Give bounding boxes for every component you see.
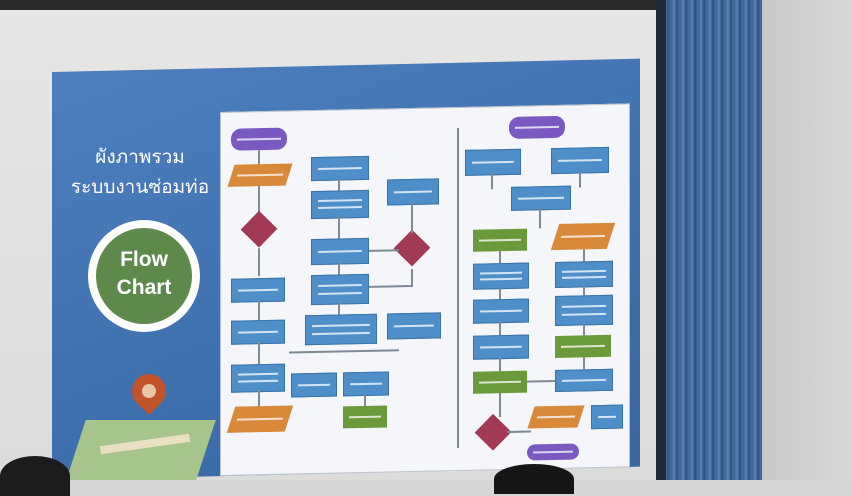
- process-left-2: [231, 319, 285, 345]
- process-mid-7: [343, 371, 389, 397]
- map-icon: [66, 420, 216, 480]
- decision-3: [474, 413, 512, 451]
- data-input-3: [550, 222, 616, 251]
- connector: [258, 300, 260, 321]
- process-mid-3: [311, 237, 369, 266]
- connector: [289, 349, 399, 354]
- terminal-start-right: [509, 115, 565, 139]
- process-rr-1: [555, 260, 613, 288]
- decision-1: [240, 210, 278, 248]
- connector: [499, 393, 501, 418]
- connector: [539, 208, 541, 229]
- process-rr-2: [555, 294, 613, 326]
- connector: [258, 390, 260, 407]
- connector: [258, 186, 260, 213]
- terminal-end: [527, 443, 579, 461]
- window-frame: [656, 0, 666, 480]
- process-mid-5: [305, 313, 377, 346]
- connector: [338, 178, 340, 191]
- process-rr-4: [591, 404, 623, 430]
- connector: [507, 430, 531, 433]
- process-mr-2: [387, 312, 441, 340]
- connector: [411, 202, 413, 233]
- connector: [338, 302, 340, 315]
- connector: [364, 393, 366, 406]
- connector: [583, 357, 585, 370]
- connector: [258, 342, 260, 365]
- connector: [579, 171, 581, 188]
- document-rr-1: [555, 334, 611, 358]
- process-mr-1: [387, 178, 439, 206]
- connector: [258, 150, 260, 165]
- audience-head-left: [0, 456, 70, 496]
- document-r-2: [473, 370, 527, 394]
- connector: [527, 379, 555, 383]
- process-left-3: [231, 363, 285, 393]
- connector: [499, 287, 501, 300]
- connector: [583, 285, 585, 296]
- process-mid-2: [311, 189, 369, 220]
- right-wall: [762, 0, 852, 480]
- slide-title-line-1: ผังภาพรวม: [95, 146, 185, 168]
- document-r-1: [473, 228, 527, 252]
- process-r-3: [511, 185, 571, 211]
- slide-title: ผังภาพรวม ระบบงานซ่อมท่อ: [60, 142, 220, 202]
- connector: [499, 251, 501, 264]
- connector: [258, 248, 260, 277]
- divider-line: [457, 127, 459, 449]
- connector: [499, 321, 501, 336]
- decision-2: [393, 229, 431, 267]
- badge-line-2: Chart: [116, 276, 172, 299]
- connector: [583, 249, 585, 262]
- document-mid-1: [343, 405, 387, 429]
- process-mid-6: [291, 372, 337, 398]
- slide-title-line-2: ระบบงานซ่อมท่อ: [70, 176, 210, 198]
- connector: [411, 268, 413, 287]
- data-input-1: [227, 163, 293, 187]
- window-blinds: [662, 0, 762, 480]
- flow-chart-badge-text: Flow Chart: [96, 246, 192, 302]
- terminal-start-left: [231, 127, 287, 151]
- badge-line-1: Flow: [120, 248, 168, 271]
- process-r-4: [473, 262, 529, 290]
- connector: [583, 323, 585, 336]
- process-mid-4: [311, 273, 369, 306]
- flowchart-panel: [220, 103, 630, 476]
- connector: [491, 173, 493, 190]
- data-input-2: [226, 405, 294, 433]
- process-r-1: [465, 148, 521, 176]
- connector: [499, 357, 501, 372]
- location-pin-dot: [142, 384, 156, 398]
- connector: [338, 216, 340, 239]
- connector: [369, 284, 411, 288]
- flow-chart-badge-inner: [96, 228, 192, 324]
- process-r-6: [473, 334, 529, 360]
- process-mid-1: [311, 155, 369, 182]
- connector: [338, 262, 340, 275]
- process-r-2: [551, 146, 609, 175]
- process-rr-3: [555, 368, 613, 392]
- process-r-5: [473, 298, 529, 324]
- connector: [369, 249, 399, 252]
- audience-head-right: [494, 464, 574, 494]
- process-left-1: [231, 277, 285, 303]
- data-input-4: [527, 405, 585, 429]
